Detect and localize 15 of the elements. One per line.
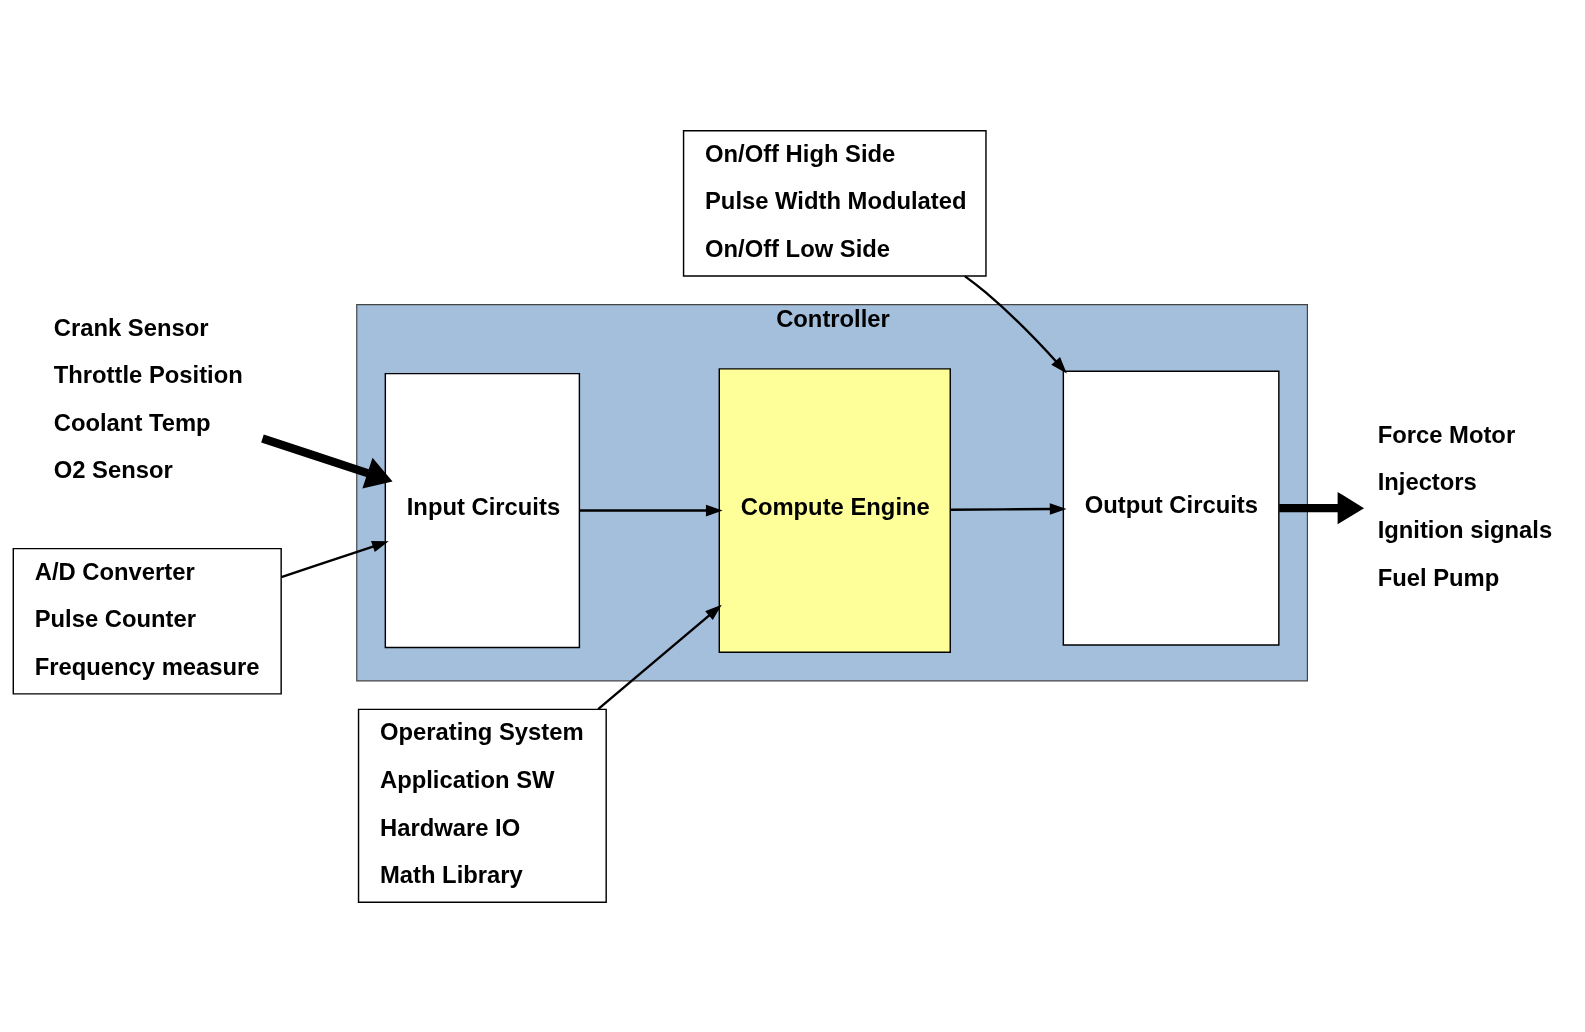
node-box: On/Off High Side Pulse Width Modulated On/Off Low Side	[682, 129, 987, 277]
node-text: Force Motor Injectors Ignition signals Fuel Pump	[1377, 420, 1553, 591]
arrow	[579, 504, 723, 516]
arrow	[597, 604, 722, 710]
arrow	[261, 434, 393, 488]
node-box: Output Circuits	[1062, 370, 1280, 646]
node-text: Crank Sensor Throttle Position Coolant Temp O2 Sensor	[53, 313, 243, 483]
node-box: Operating System Application SW Hardware IO Math Library	[357, 708, 607, 903]
arrow	[964, 274, 1067, 373]
node-box: Input Circuits	[384, 372, 581, 648]
node-box: Compute Engine	[718, 367, 951, 653]
node-box: A/D Converter Pulse Counter Frequency measure	[12, 547, 282, 695]
arrow	[281, 540, 389, 578]
arrow	[1279, 491, 1365, 524]
arrow	[950, 502, 1067, 515]
